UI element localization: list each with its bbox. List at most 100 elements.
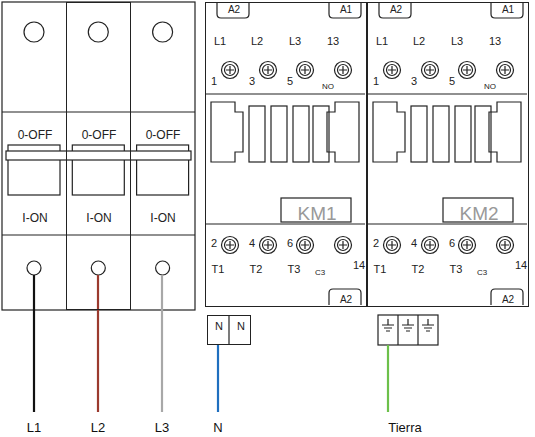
screw xyxy=(500,240,511,251)
wire-label: N xyxy=(213,420,222,435)
terminal-mark: L2 xyxy=(413,36,425,47)
screw xyxy=(263,65,274,76)
contactor-body xyxy=(367,2,527,305)
screw xyxy=(462,240,473,251)
screw-slot xyxy=(501,241,509,249)
terminal-mark: A1 xyxy=(502,5,514,15)
mechanism xyxy=(249,106,265,162)
screw xyxy=(338,240,349,251)
screw-slot xyxy=(463,241,471,249)
terminal-mark: A2 xyxy=(228,5,240,15)
wire-earth xyxy=(387,345,389,412)
terminal-mark: 5 xyxy=(287,76,293,87)
breaker-divider xyxy=(2,234,195,235)
contactor-name: KM1 xyxy=(297,204,336,223)
breaker-divider xyxy=(2,111,195,112)
contactor: A2A1L1L2L313135NOKM124614T1T2T3C3A2 xyxy=(205,2,367,307)
contactor-divider xyxy=(205,223,365,224)
screw xyxy=(300,240,311,251)
screw-slot xyxy=(339,241,347,249)
screw xyxy=(425,240,436,251)
screw xyxy=(459,62,476,79)
contactor-divider xyxy=(367,223,527,224)
screw xyxy=(300,65,311,76)
mechanism xyxy=(293,106,309,162)
screw-slot xyxy=(264,66,272,74)
coil-tab xyxy=(379,2,411,18)
terminal-mark: NO xyxy=(484,83,496,91)
screw xyxy=(335,62,352,79)
switch-position: I-ON xyxy=(150,212,175,224)
earth-terminal xyxy=(378,315,438,345)
screw xyxy=(459,237,476,254)
screw xyxy=(335,237,352,254)
wire-l3 xyxy=(161,275,163,412)
mechanism xyxy=(373,102,405,162)
terminal-divider xyxy=(228,315,229,345)
contactor-divider xyxy=(205,93,365,94)
wire-label: L2 xyxy=(91,420,105,435)
screw xyxy=(338,65,349,76)
wire-label: L3 xyxy=(155,420,169,435)
coil-tab xyxy=(491,2,523,18)
terminal-mark: L1 xyxy=(376,36,388,47)
screw xyxy=(425,65,436,76)
wire-l1 xyxy=(33,275,35,412)
terminal-symbol xyxy=(229,315,438,345)
breaker-symbol xyxy=(2,2,195,310)
screw xyxy=(387,240,398,251)
terminal-mark: 13 xyxy=(489,36,501,47)
screw xyxy=(422,237,439,254)
terminal-mark: T1 xyxy=(212,264,225,275)
screw xyxy=(497,62,514,79)
terminal-mark: T3 xyxy=(288,264,301,275)
mechanism xyxy=(475,106,491,162)
ground-symbol xyxy=(422,319,434,331)
terminal-mark: 4 xyxy=(411,238,417,249)
screw-slot xyxy=(301,66,309,74)
breaker-housing xyxy=(2,2,195,310)
screw xyxy=(225,65,236,76)
mechanism xyxy=(211,102,243,162)
screw-slot xyxy=(339,66,347,74)
screw xyxy=(260,62,277,79)
screw xyxy=(384,62,401,79)
screw-slot xyxy=(226,66,234,74)
wire-n xyxy=(217,345,219,412)
contactor-body xyxy=(205,2,365,305)
terminal-mark: 14 xyxy=(353,260,365,271)
terminal-hole xyxy=(91,261,105,275)
mechanism xyxy=(455,106,471,162)
contactor-divider xyxy=(367,93,527,94)
terminal-mark: T2 xyxy=(412,264,425,275)
screw xyxy=(222,62,239,79)
terminal-hole xyxy=(24,22,44,42)
screw-slot xyxy=(301,241,309,249)
terminal-mark: C3 xyxy=(477,269,487,277)
screw xyxy=(500,65,511,76)
terminal-mark: 3 xyxy=(249,76,255,87)
coil-tab xyxy=(491,289,523,305)
terminal-mark: L3 xyxy=(289,36,301,47)
nameplate xyxy=(281,198,351,222)
screw-slot xyxy=(426,66,434,74)
terminal-divider xyxy=(417,315,418,345)
mechanism xyxy=(489,102,521,162)
wire-label: Tierra xyxy=(388,420,421,435)
terminal-mark: A2 xyxy=(340,295,352,305)
terminal-mark: 6 xyxy=(287,238,293,249)
terminal-hole xyxy=(156,261,170,275)
terminal-hole xyxy=(27,261,41,275)
terminal-mark: A2 xyxy=(502,295,514,305)
wires xyxy=(34,275,388,412)
contactor-name: KM2 xyxy=(459,204,498,223)
terminal-mark: L1 xyxy=(214,36,226,47)
screw xyxy=(297,62,314,79)
nameplate xyxy=(443,198,513,222)
breaker-pole: 0-OFFI-ON xyxy=(130,2,195,310)
ground-symbol xyxy=(402,319,414,331)
screw-slot xyxy=(463,66,471,74)
mechanism xyxy=(271,106,287,162)
